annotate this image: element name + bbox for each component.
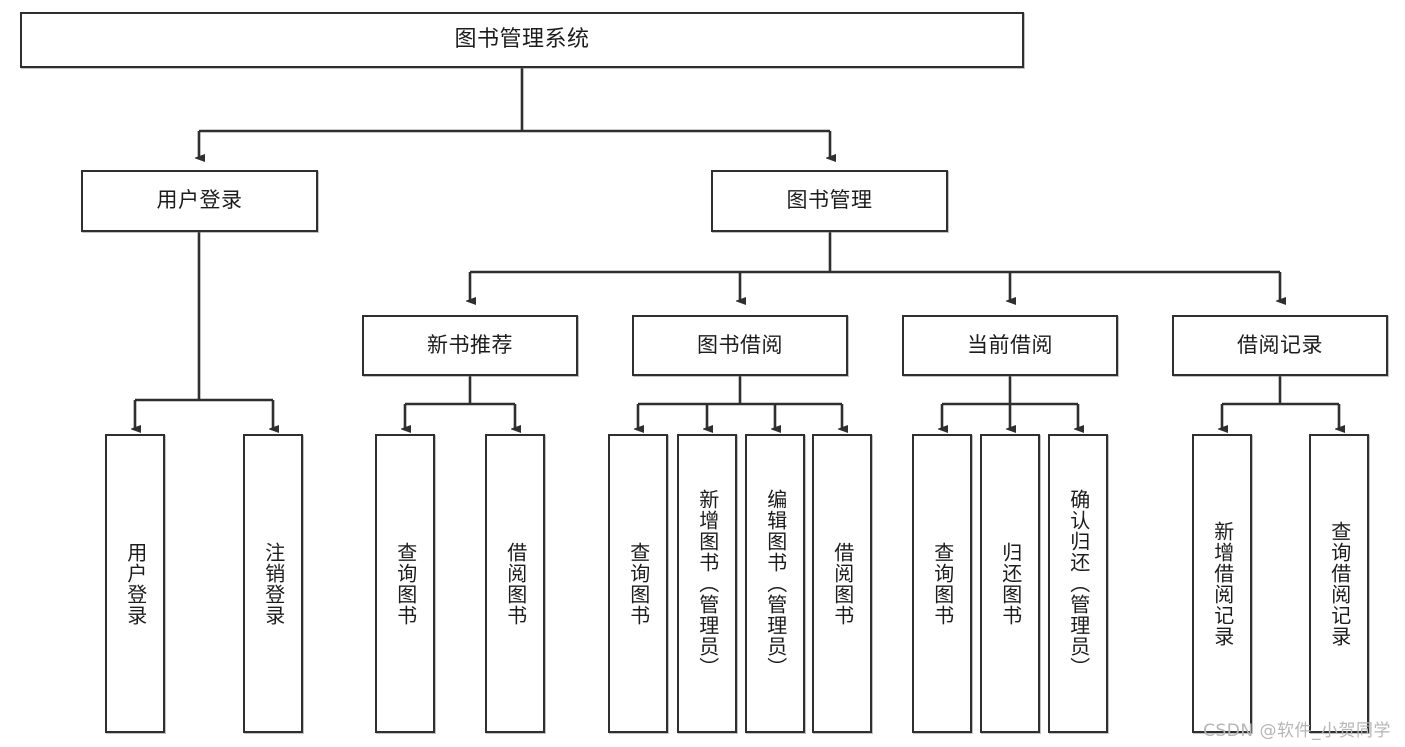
leaf-borrow-book-1-label: 借阅图书 xyxy=(503,541,528,626)
leaf-query-book-2[interactable]: 查询图书 xyxy=(608,434,668,733)
leaf-query-book-1-label: 查询图书 xyxy=(393,541,418,626)
node-book-manage[interactable]: 图书管理 xyxy=(711,170,948,232)
leaf-add-book-label: 新增图书（管理员） xyxy=(695,489,720,678)
leaf-query-book-1[interactable]: 查询图书 xyxy=(375,434,435,733)
node-new-book-rec-label: 新书推荐 xyxy=(427,332,513,357)
leaf-confirm-return[interactable]: 确认归还（管理员） xyxy=(1048,434,1108,733)
node-borrow-record[interactable]: 借阅记录 xyxy=(1172,315,1388,376)
leaf-query-record-label: 查询借阅记录 xyxy=(1327,520,1352,647)
node-book-borrow[interactable]: 图书借阅 xyxy=(632,315,848,376)
leaf-add-record-label: 新增借阅记录 xyxy=(1210,520,1235,647)
leaf-add-record[interactable]: 新增借阅记录 xyxy=(1192,434,1252,733)
node-current-borrow[interactable]: 当前借阅 xyxy=(902,315,1118,376)
leaf-borrow-book-1[interactable]: 借阅图书 xyxy=(485,434,545,733)
leaf-user-login-label: 用户登录 xyxy=(123,541,148,626)
leaf-edit-book[interactable]: 编辑图书（管理员） xyxy=(745,434,805,733)
node-user-login-label: 用户登录 xyxy=(156,188,243,213)
leaf-edit-book-label: 编辑图书（管理员） xyxy=(763,489,788,678)
node-book-manage-label: 图书管理 xyxy=(786,188,873,213)
node-root-label: 图书管理系统 xyxy=(454,26,590,52)
leaf-borrow-book-2[interactable]: 借阅图书 xyxy=(812,434,872,733)
leaf-query-book-2-label: 查询图书 xyxy=(626,541,651,626)
node-current-borrow-label: 当前借阅 xyxy=(967,332,1053,357)
leaf-query-record[interactable]: 查询借阅记录 xyxy=(1309,434,1369,733)
node-root[interactable]: 图书管理系统 xyxy=(20,12,1024,68)
leaf-logout-label: 注销登录 xyxy=(261,541,286,626)
leaf-return-book[interactable]: 归还图书 xyxy=(980,434,1040,733)
node-user-login[interactable]: 用户登录 xyxy=(81,170,318,232)
leaf-borrow-book-2-label: 借阅图书 xyxy=(830,541,855,626)
leaf-add-book[interactable]: 新增图书（管理员） xyxy=(677,434,737,733)
leaf-user-login[interactable]: 用户登录 xyxy=(105,434,165,733)
leaf-logout[interactable]: 注销登录 xyxy=(243,434,303,733)
leaf-query-book-3-label: 查询图书 xyxy=(930,541,955,626)
leaf-confirm-return-label: 确认归还（管理员） xyxy=(1066,489,1091,678)
node-book-borrow-label: 图书借阅 xyxy=(697,332,783,357)
node-new-book-rec[interactable]: 新书推荐 xyxy=(362,315,578,376)
leaf-query-book-3[interactable]: 查询图书 xyxy=(912,434,972,733)
watermark-text: CSDN @软件_小贺同学 xyxy=(1203,721,1391,741)
leaf-return-book-label: 归还图书 xyxy=(998,541,1023,626)
node-borrow-record-label: 借阅记录 xyxy=(1237,332,1323,357)
